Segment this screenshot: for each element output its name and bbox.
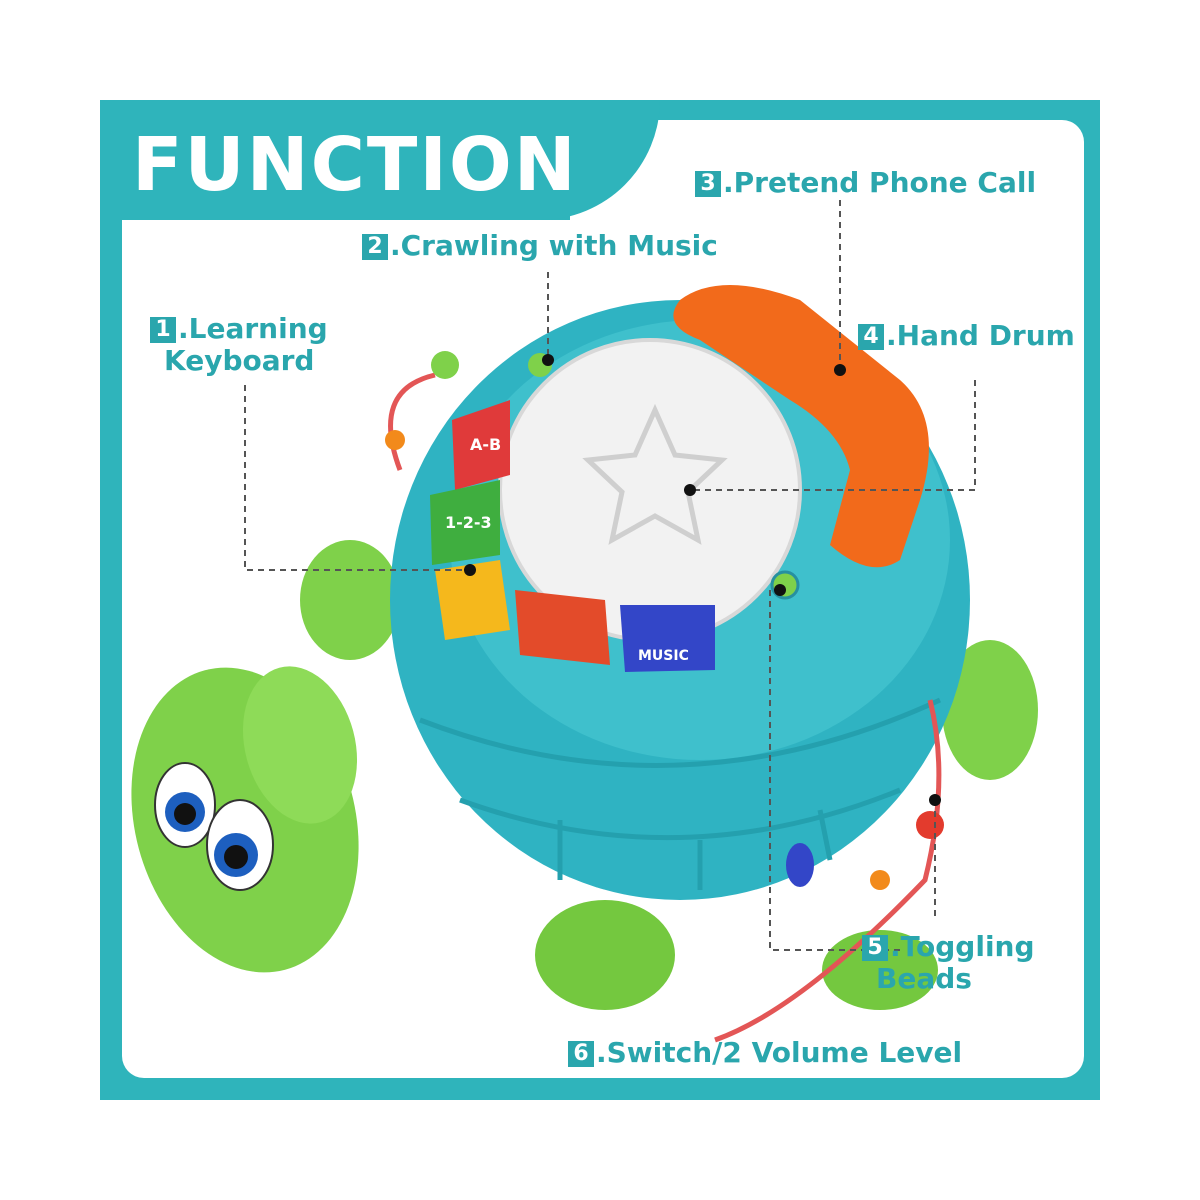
front-leg bbox=[535, 900, 675, 1010]
front-left-leg bbox=[300, 540, 400, 660]
bead-wire-left bbox=[388, 372, 436, 471]
feature-pretend-phone-call: 3.Pretend Phone Call bbox=[695, 167, 1036, 199]
learning-keyboard bbox=[430, 400, 715, 672]
key-music-label: MUSIC bbox=[638, 648, 689, 664]
feature-hand-drum: 4.Hand Drum bbox=[858, 320, 1075, 352]
bead bbox=[431, 351, 459, 379]
key-123-label: 1-2-3 bbox=[445, 513, 492, 532]
feature-switch-volume: 6.Switch/2 Volume Level bbox=[568, 1037, 962, 1069]
title-tab bbox=[100, 100, 570, 220]
bead bbox=[385, 430, 405, 450]
back-right-leg bbox=[942, 640, 1038, 780]
bead-wire-right bbox=[714, 699, 942, 1043]
page-title: FUNCTION bbox=[132, 122, 578, 208]
feature-learning-keyboard: 1.Learning Keyboard bbox=[150, 313, 328, 377]
key-ab-label: A-B bbox=[470, 435, 501, 454]
bead bbox=[916, 811, 944, 839]
phone-handset bbox=[673, 285, 929, 568]
bead bbox=[786, 843, 814, 887]
feature-toggling-beads: 5.Toggling Beads bbox=[862, 931, 1035, 995]
bead bbox=[870, 870, 890, 890]
feature-crawling-music: 2.Crawling with Music bbox=[362, 230, 718, 262]
star-icon bbox=[582, 403, 728, 545]
callout-lines bbox=[244, 200, 976, 951]
